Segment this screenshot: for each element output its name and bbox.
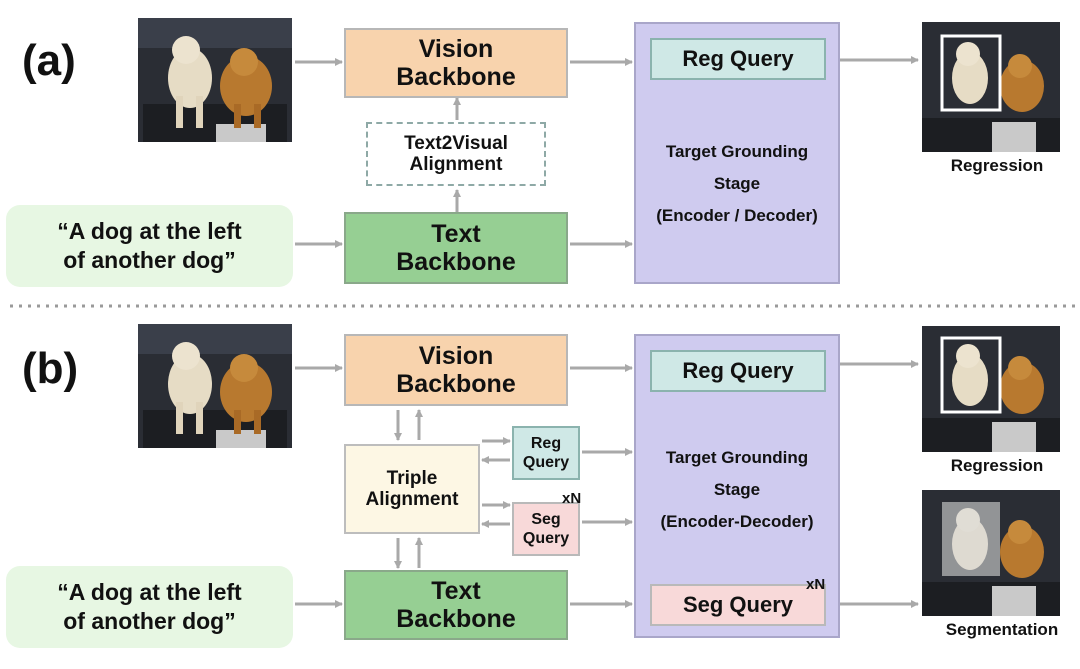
caption-b: “A dog at the left of another dog” <box>6 566 293 648</box>
vision-backbone-a: Vision Backbone <box>344 28 568 98</box>
stage-line-2: Stage <box>713 173 761 193</box>
dogs-photo-icon <box>922 22 1060 152</box>
stage-label-b: Target Grounding Stage (Encoder-Decoder) <box>636 440 838 540</box>
output-regression-image-b <box>922 326 1060 452</box>
panel-b-label: (b) <box>22 344 79 393</box>
vision-backbone-b: Vision Backbone <box>344 334 568 406</box>
dogs-photo-icon <box>138 324 292 448</box>
output-label-segmentation: Segmentation <box>945 620 1059 639</box>
input-image-b <box>138 324 292 448</box>
seg-query-b: Seg Query <box>650 584 826 626</box>
text2visual-alignment: Text2Visual Alignment <box>366 122 546 186</box>
text-backbone-b: Text Backbone <box>344 570 568 640</box>
seg-query-multiplier: xN <box>806 576 826 593</box>
output-regression-image-a <box>922 22 1060 152</box>
panel-a-label: (a) <box>22 36 76 85</box>
stage-line-3: (Encoder / Decoder) <box>656 206 818 226</box>
text-backbone-a: Text Backbone <box>344 212 568 284</box>
input-image-a <box>138 18 292 142</box>
segmentation-mask <box>942 502 1000 576</box>
bounding-box <box>940 34 1002 112</box>
reg-query-b: Reg Query <box>650 350 826 392</box>
output-segmentation-image <box>922 490 1060 616</box>
bounding-box <box>940 336 1002 414</box>
stage-line-2: Stage <box>713 479 761 499</box>
dogs-photo-icon <box>922 326 1060 452</box>
triple-alignment: Triple Alignment <box>344 444 480 534</box>
grounding-stage-b: Reg Query Target Grounding Stage (Encode… <box>634 334 840 638</box>
output-label-regression-b: Regression <box>950 456 1044 475</box>
caption-a: “A dog at the left of another dog” <box>6 205 293 287</box>
reg-query-small: Reg Query <box>512 426 580 480</box>
stage-label-a: Target Grounding Stage (Encoder / Decode… <box>636 134 838 234</box>
stage-line-3: (Encoder-Decoder) <box>660 512 814 532</box>
output-label-regression-a: Regression <box>950 156 1044 175</box>
seg-query-small-multiplier: xN <box>562 490 582 507</box>
reg-query-a: Reg Query <box>650 38 826 80</box>
stage-line-1: Target Grounding <box>665 447 809 467</box>
dogs-photo-icon <box>138 18 292 142</box>
dogs-photo-icon <box>922 490 1060 616</box>
stage-line-1: Target Grounding <box>665 141 809 161</box>
grounding-stage-a: Reg Query Target Grounding Stage (Encode… <box>634 22 840 284</box>
seg-query-small: Seg Query <box>512 502 580 556</box>
